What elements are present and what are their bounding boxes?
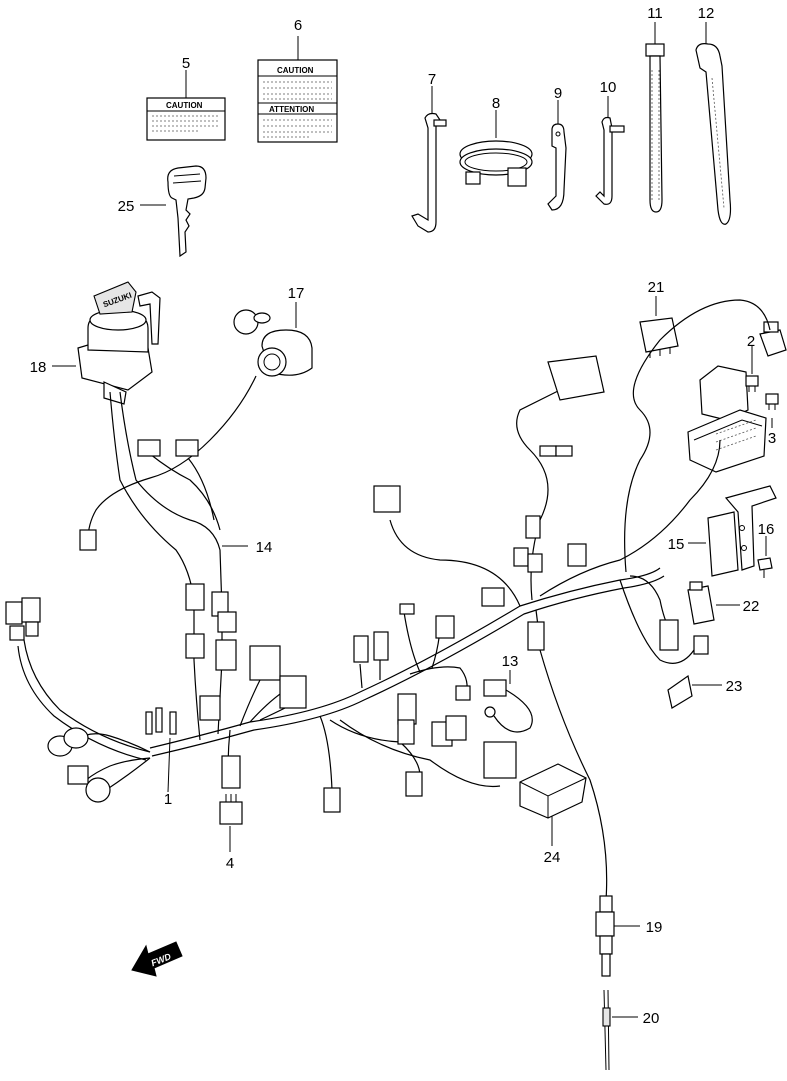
callout-15: 15 xyxy=(668,536,685,553)
clamp-10 xyxy=(595,96,625,205)
cable-tie-11 xyxy=(645,22,665,213)
fuse-box xyxy=(687,365,767,473)
callout-22: 22 xyxy=(743,598,760,615)
callout-numbers: 1 2 3 4 5 6 7 8 9 10 11 12 13 14 15 16 1… xyxy=(30,5,777,1027)
callout-12: 12 xyxy=(698,5,715,22)
ground-wire-13 xyxy=(484,670,533,733)
caution-text-small: CAUTION xyxy=(166,101,203,110)
callout-23: 23 xyxy=(726,678,743,695)
leader-lines xyxy=(167,545,248,793)
ignition-wires xyxy=(87,375,257,611)
ignition-key-25 xyxy=(140,165,207,258)
callout-5: 5 xyxy=(182,55,190,72)
callout-9: 9 xyxy=(554,85,562,102)
caution-attention-label-6: CAUTION ATTENTION xyxy=(257,36,338,143)
callout-18: 18 xyxy=(30,359,47,376)
callout-24: 24 xyxy=(544,849,561,866)
clamp-9 xyxy=(547,100,567,211)
fuse-2 xyxy=(745,346,759,392)
clamp-7 xyxy=(411,86,447,233)
callout-21: 21 xyxy=(648,279,665,296)
callout-7: 7 xyxy=(428,71,436,88)
cable-tie-12 xyxy=(695,22,732,225)
callout-1: 1 xyxy=(164,791,172,808)
plate-23 xyxy=(667,674,722,709)
callout-11: 11 xyxy=(647,5,663,22)
callout-20: 20 xyxy=(643,1010,660,1027)
fuse-3 xyxy=(765,393,779,428)
callout-3: 3 xyxy=(768,430,776,447)
clamp-band-8 xyxy=(459,110,533,187)
callout-19: 19 xyxy=(646,919,663,936)
callout-6: 6 xyxy=(294,17,302,34)
relay-21 xyxy=(639,296,679,358)
bolt-16 xyxy=(757,536,773,578)
callout-10: 10 xyxy=(600,79,617,96)
connector-4 xyxy=(219,794,243,852)
connector-top-right xyxy=(759,321,787,357)
caution-text-large: CAUTION xyxy=(277,66,314,75)
forward-arrow: FWD xyxy=(131,941,183,977)
socket-17 xyxy=(233,302,313,377)
sensor-19 xyxy=(595,895,640,977)
bracket-15 xyxy=(688,485,777,577)
main-wiring-harness-1 xyxy=(17,299,771,901)
ignition-switch-18: SUZUKI xyxy=(52,281,161,405)
callout-16: 16 xyxy=(758,521,775,538)
caution-label-5: CAUTION xyxy=(146,70,226,141)
harness-connectors xyxy=(5,355,709,813)
callout-8: 8 xyxy=(492,95,500,112)
control-unit-24 xyxy=(519,763,587,846)
connector-22 xyxy=(687,581,740,625)
callout-14: 14 xyxy=(256,539,273,556)
callout-2: 2 xyxy=(747,333,755,350)
callout-4: 4 xyxy=(226,855,234,872)
callout-17: 17 xyxy=(288,285,305,302)
callout-13: 13 xyxy=(502,653,519,670)
spring-pin-20 xyxy=(602,989,638,1071)
callout-25: 25 xyxy=(118,198,135,215)
attention-text: ATTENTION xyxy=(269,105,314,114)
